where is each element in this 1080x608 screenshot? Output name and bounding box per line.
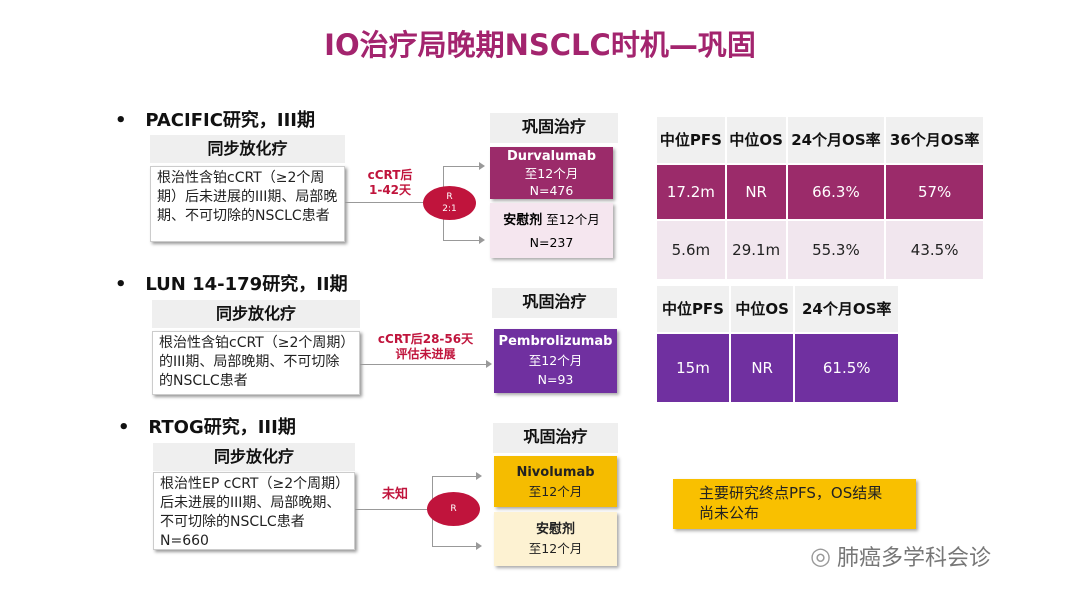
study-name: PACIFIC研究，III期 [145,110,316,131]
sample-size: N=93 [537,372,574,387]
cell: 15m [655,332,731,404]
sample-size: N=237 [529,235,574,250]
duration: 至12个月 [524,166,579,181]
bullet: • [115,274,127,295]
cell: 66.3% [785,163,887,221]
column-header: 24个月OS率 [793,284,900,334]
arrow-icon [479,162,485,170]
timing-label: 未知 [381,487,408,502]
endpoint-note: 主要研究终点PFS，OS结果尚未公布 [673,479,916,529]
branch-line [443,166,479,167]
branch-line [432,546,476,547]
arm-pembrolizumab: Pembrolizumab 至12个月 N=93 [494,329,617,393]
arm-nivolumab: Nivolumab 至12个月 [494,456,617,507]
duration: 至12个月 [546,212,600,227]
timing-line: cCRT后 [367,168,413,182]
cell: 29.1m [724,219,788,281]
cell: NR [728,332,796,404]
study-name: LUN 14-179研究，II期 [145,274,348,295]
connector-line [355,509,427,510]
drug-name: Nivolumab [516,465,595,480]
page-title: IO治疗局晚期NSCLC时机—巩固 [324,28,756,62]
crt-description: 根治性含铂cCRT（≥2个周期）的III期、局部晚期、不可切除的NSCLC患者 [152,331,360,395]
timing-label: cCRT后28-56天评估未进展 [368,332,483,362]
connector-line [360,364,486,365]
timing-line: 评估未进展 [395,347,456,361]
duration: 至12个月 [528,541,583,556]
study-title-pacific: • PACIFIC研究，III期 [115,106,315,132]
randomization-badge: R [427,492,480,526]
rand-ratio: 2:1 [442,204,457,214]
cell: 57% [884,163,985,221]
column-header: 中位OS [724,115,788,165]
crt-header: 同步放化疗 [152,300,360,328]
watermark: ◎ 肺癌多学科会诊 [810,540,991,572]
drug-name: 安慰剂 [535,522,575,537]
bullet: • [115,110,127,131]
cell: 17.2m [655,163,727,221]
sample-size: N=476 [529,183,574,198]
cell: NR [724,163,788,221]
column-header: 中位OS [728,284,796,334]
study-title-lun: • LUN 14-179研究，II期 [115,270,348,296]
consolidation-header: 巩固治疗 [492,288,617,318]
drug-name: 安慰剂 [503,213,543,228]
arrow-icon [476,472,482,480]
bullet: • [118,417,130,438]
column-header: 36个月OS率 [884,115,985,165]
branch-line [432,476,476,477]
arrow-icon [476,542,482,550]
column-header: 中位PFS [655,115,727,165]
crt-header: 同步放化疗 [153,443,355,471]
wechat-icon: ◎ [810,542,831,570]
consolidation-header: 巩固治疗 [490,113,618,143]
crt-header: 同步放化疗 [150,135,345,163]
cell: 55.3% [785,219,887,281]
crt-description: 根治性EP cCRT（≥2个周期）后未进展的III期、局部晚期、不可切除的NSC… [153,472,355,550]
drug-name: Durvalumab [506,149,597,164]
duration: 至12个月 [528,484,583,499]
arm-placebo: 安慰剂 至12个月 N=237 [490,203,613,258]
rand-label: R [446,192,453,202]
arrow-icon [479,236,485,244]
watermark-text: 肺癌多学科会诊 [836,546,991,571]
drug-name: Pembrolizumab [498,334,613,349]
timing-line: cCRT后28-56天 [377,332,474,346]
connector-line [345,202,425,203]
arrow-icon [486,360,492,368]
cell: 43.5% [884,219,985,281]
study-title-rtog: • RTOG研究，III期 [118,413,296,439]
crt-description: 根治性含铂cCRT（≥2个周期）后未进展的III期、局部晚期、不可切除的NSCL… [150,166,345,242]
timing-line: 1-42天 [368,183,412,197]
cell: 61.5% [793,332,900,404]
arm-durvalumab: Durvalumab 至12个月 N=476 [490,147,613,199]
column-header: 中位PFS [655,284,731,334]
duration: 至12个月 [528,353,583,368]
rand-label: R [450,504,457,514]
branch-line [443,240,479,241]
randomization-badge: R 2:1 [423,186,476,220]
consolidation-header: 巩固治疗 [493,423,618,453]
column-header: 24个月OS率 [785,115,887,165]
study-name: RTOG研究，III期 [148,417,296,438]
arm-placebo: 安慰剂至12个月 [494,512,617,566]
cell: 5.6m [655,219,727,281]
